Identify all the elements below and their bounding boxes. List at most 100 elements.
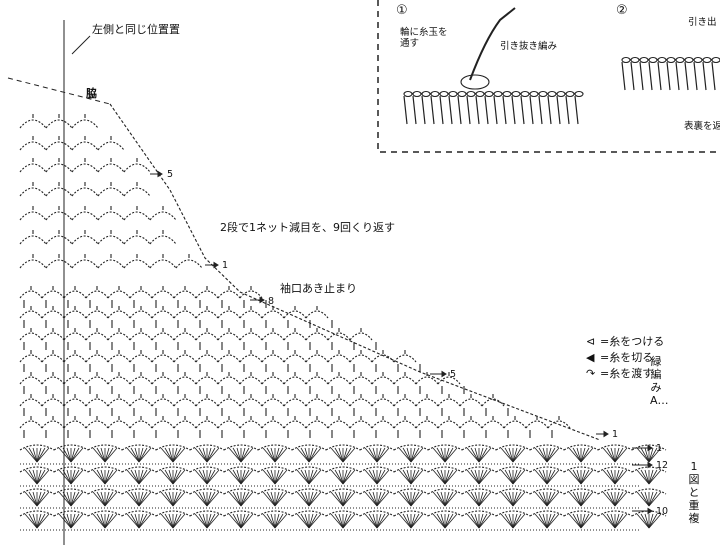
- fan-stitch: [274, 447, 288, 463]
- row-arrow-head: [213, 261, 219, 269]
- fan-stitch: [104, 469, 114, 485]
- pattern-row-5: [371, 376, 395, 385]
- pattern-row-4: [327, 354, 351, 363]
- pattern-row-6: [415, 398, 439, 407]
- inset-panel: [377, 0, 720, 153]
- leader-line: [71, 35, 91, 55]
- fan-stitch: [206, 513, 212, 529]
- fan-chain: [291, 444, 327, 451]
- fan-stitch: [474, 513, 480, 529]
- legend-attach-text: =糸をつける: [600, 335, 665, 348]
- fan-chain: [325, 466, 361, 473]
- fan-stitch: [232, 513, 242, 529]
- fan-chain: [529, 510, 565, 517]
- fan-stitch: [172, 469, 178, 485]
- fan-stitch: [266, 513, 276, 529]
- fan-stitch: [70, 513, 84, 529]
- net-row-4: [123, 187, 151, 197]
- fan-chain: [461, 444, 497, 451]
- fan-stitch: [410, 491, 420, 507]
- fan-chain: [87, 466, 123, 473]
- pattern-row-6: [305, 398, 329, 407]
- fan-stitch: [36, 513, 50, 529]
- inset-stitch: [711, 61, 716, 91]
- fan-stitch: [308, 469, 318, 485]
- inset-stitch: [621, 61, 626, 91]
- row-arrow-head: [647, 507, 653, 515]
- fan-chain: [427, 488, 463, 495]
- row-arrow-head: [647, 444, 653, 452]
- fan-stitch: [376, 469, 382, 485]
- pattern-row-7: [393, 420, 417, 429]
- fan-stitch: [70, 447, 84, 463]
- inset-loop: [574, 90, 584, 98]
- fan-stitch: [512, 469, 518, 485]
- fan-stitch: [470, 513, 480, 529]
- fan-stitch: [70, 447, 80, 463]
- fan-chain: [53, 444, 89, 451]
- fan-stitch: [262, 469, 276, 485]
- fan-stitch: [636, 447, 650, 463]
- fan-stitch: [368, 469, 378, 485]
- inset-stitch: [502, 95, 507, 125]
- net-row-5: [19, 211, 47, 221]
- fan-stitch: [342, 469, 348, 485]
- fan-stitch: [308, 469, 322, 485]
- fan-chain: [19, 510, 55, 517]
- fan-stitch: [32, 513, 38, 529]
- pattern-row-6: [261, 398, 285, 407]
- inset-stitch: [684, 61, 689, 91]
- pattern-row-6: [393, 398, 417, 407]
- fan-stitch: [610, 447, 616, 463]
- pattern-row-6: [63, 398, 87, 407]
- inset-loop: [511, 90, 521, 98]
- fan-stitch: [504, 513, 514, 529]
- fan-stitch: [508, 513, 514, 529]
- fan-chain: [257, 466, 293, 473]
- fan-stitch: [262, 491, 276, 507]
- fan-stitch: [138, 469, 144, 485]
- net-row-3: [123, 163, 151, 173]
- fan-stitch: [304, 447, 310, 463]
- fan-stitch: [172, 447, 178, 463]
- fan-stitch: [568, 469, 582, 485]
- pattern-row-3: [19, 332, 43, 341]
- fan-stitch: [334, 469, 344, 485]
- fan-stitch: [444, 469, 454, 485]
- fan-stitch: [274, 491, 284, 507]
- fan-chain: [155, 444, 191, 451]
- pattern-row-3: [107, 332, 131, 341]
- fan-stitch: [96, 469, 106, 485]
- pattern-row-4: [195, 354, 219, 363]
- fan-stitch: [580, 447, 586, 463]
- pattern-row-7: [41, 420, 65, 429]
- inset-stitch: [421, 95, 426, 125]
- fan-stitch: [62, 469, 72, 485]
- fan-stitch: [398, 447, 412, 463]
- inset-stitch: [639, 61, 644, 91]
- pattern-row-6: [41, 398, 65, 407]
- fan-stitch: [406, 469, 412, 485]
- fan-stitch: [36, 469, 50, 485]
- label-green-pattern: 緑編みA…: [650, 355, 669, 407]
- pattern-row-7: [305, 420, 329, 429]
- fan-stitch: [92, 447, 106, 463]
- fan-stitch: [402, 447, 412, 463]
- pattern-row-7: [217, 420, 241, 429]
- fan-stitch: [70, 491, 84, 507]
- pattern-row-2: [41, 310, 65, 319]
- fan-stitch: [206, 491, 216, 507]
- fan-stitch: [546, 513, 560, 529]
- fan-stitch: [172, 513, 186, 529]
- fan-chain: [359, 510, 395, 517]
- fan-stitch: [606, 513, 616, 529]
- fan-stitch: [296, 491, 310, 507]
- fan-stitch: [304, 491, 310, 507]
- pattern-row-4: [129, 354, 153, 363]
- fan-stitch: [160, 447, 174, 463]
- fan-stitch: [500, 513, 514, 529]
- fan-stitch: [580, 513, 594, 529]
- fan-stitch: [372, 469, 378, 485]
- fan-stitch: [508, 469, 514, 485]
- fan-stitch: [368, 491, 378, 507]
